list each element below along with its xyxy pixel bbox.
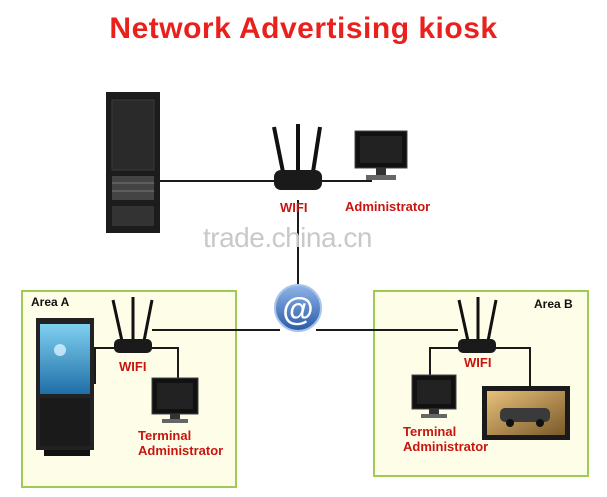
kiosk-icon [36, 318, 94, 456]
widescreen-display-icon [482, 386, 570, 440]
router-icon [272, 124, 322, 190]
terminal-a-administrator-label: Administrator [138, 443, 224, 458]
area-a-label: Area A [31, 295, 70, 309]
internet-globe-icon: @ [274, 284, 322, 332]
server-rack-icon [106, 92, 160, 233]
terminal-b-administrator-label: Administrator [403, 439, 489, 454]
administrator-label: Administrator [345, 199, 431, 214]
terminal-a-label: Terminal [138, 428, 192, 443]
monitor-icon [354, 130, 408, 180]
wifi-b-label: WIFI [464, 355, 492, 370]
router-icon [457, 297, 498, 353]
monitor-icon [151, 377, 199, 423]
wifi-main-label: WIFI [280, 200, 308, 215]
svg-text:@: @ [282, 291, 313, 327]
terminal-b-label: Terminal [403, 424, 457, 439]
diagram-title: Network Advertising kiosk [109, 12, 498, 45]
router-icon [111, 297, 154, 353]
monitor-icon [411, 374, 457, 418]
area-b-label: Area B [534, 297, 573, 311]
area-b-box [373, 290, 589, 477]
wifi-a-label: WIFI [119, 359, 147, 374]
watermark: trade.china.cn [203, 222, 372, 253]
network-wires [94, 180, 531, 390]
